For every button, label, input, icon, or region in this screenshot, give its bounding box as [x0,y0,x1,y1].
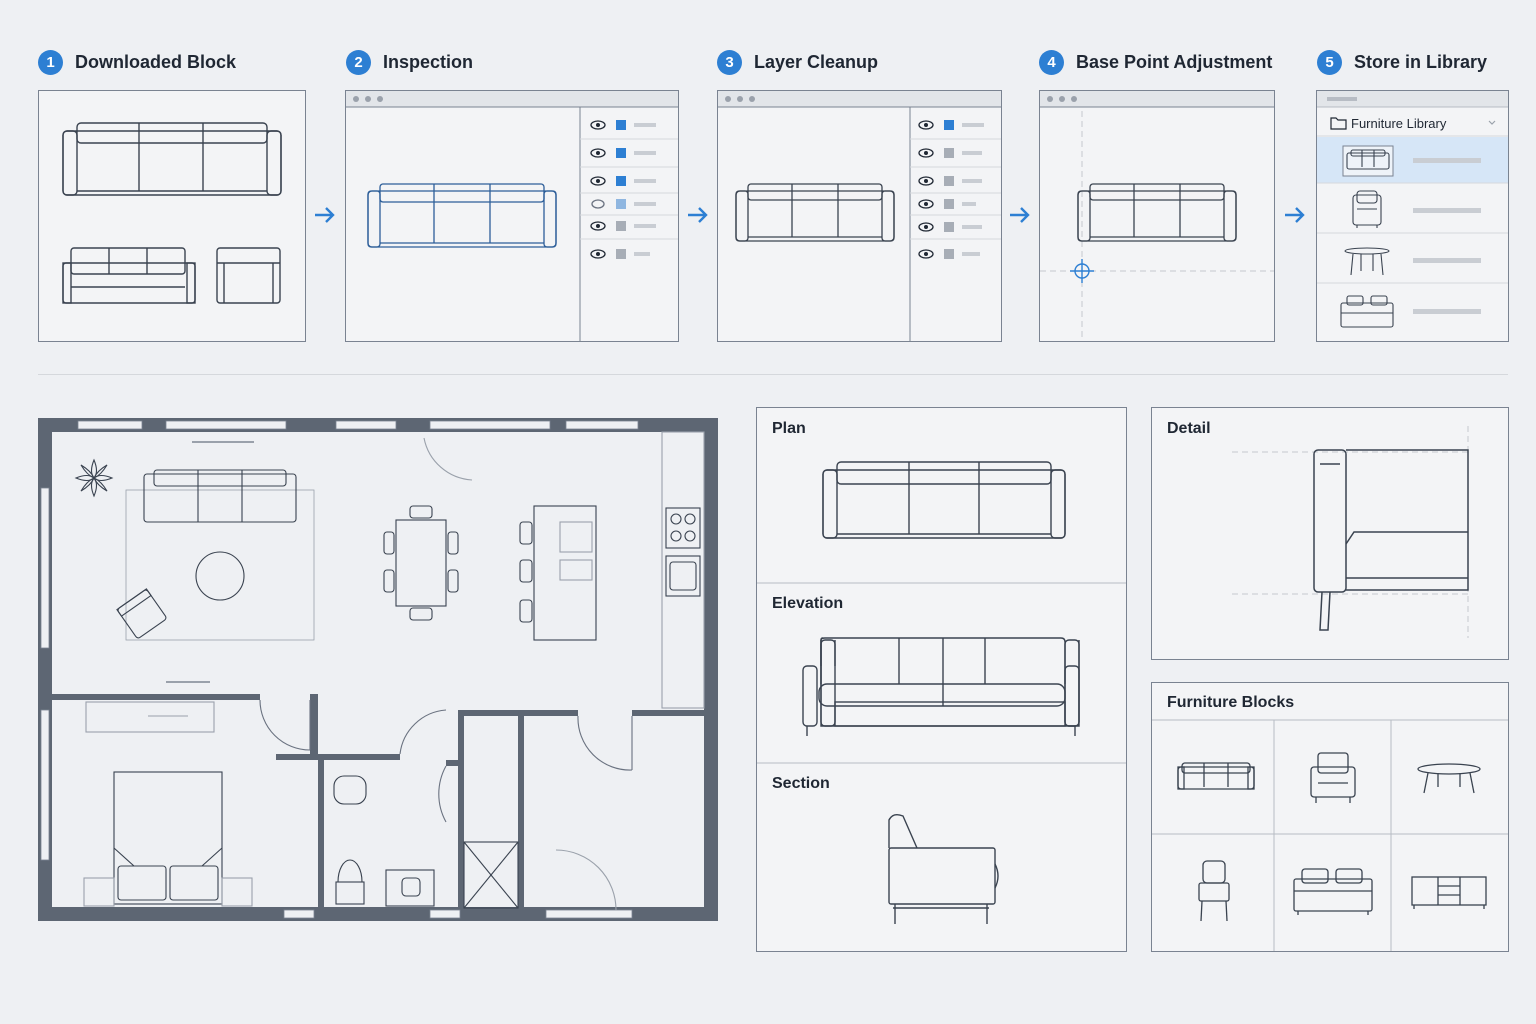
block-bed-icon [1293,868,1373,915]
inspection-window [345,90,679,342]
base-point-crosshair-icon [1070,259,1094,283]
step-5-label: Store in Library [1354,52,1488,72]
detail-drawing [1232,426,1469,638]
downloaded-block-panel [38,90,306,342]
detail-label: Detail [1167,420,1211,437]
library-window: Furniture Library [1316,90,1509,342]
section-divider [38,374,1508,375]
step-5-title: 5 Store in Library [1317,50,1487,75]
step-2-badge: 2 [346,50,371,75]
arrow-right-icon [688,207,708,223]
step-4-label: Base Point Adjustment [1076,52,1273,72]
folder-icon [1330,117,1347,130]
downloaded-blocks-drawing [62,122,282,304]
layer-list [580,120,678,259]
step-5-badge: 5 [1317,50,1342,75]
block-sofa-icon [1177,762,1255,790]
step-2-label: Inspection [383,52,474,72]
step-3-title: 3 Layer Cleanup [717,50,878,75]
step-4-title: 4 Base Point Adjustment [1039,50,1272,75]
outer-walls [38,418,718,921]
block-armchair-icon [1310,752,1356,803]
base-point-window [1039,90,1275,342]
furniture-blocks-label: Furniture Blocks [1167,694,1295,711]
step-3-label: Layer Cleanup [754,52,879,72]
layer-cleanup-window [717,90,1002,342]
furniture-library-label: Furniture Library [1351,116,1447,131]
block-sideboard-icon [1411,876,1487,909]
views-drawing [757,461,1126,924]
furniture-blocks-grid [1152,719,1508,951]
chevron-down-icon [1488,120,1496,125]
detail-panel: Detail [1151,407,1509,660]
views-panel: Plan Elevation Section [756,407,1127,952]
step-1-title: 1 Downloaded Block [38,50,236,75]
block-table-icon [1417,763,1481,794]
furniture-blocks-panel: Furniture Blocks [1151,682,1509,952]
arrow-right-icon [1285,207,1305,223]
arrow-right-icon [315,207,335,223]
block-chair-icon [1198,860,1230,922]
elevation-label: Elevation [772,595,844,612]
floor-plan [38,418,718,921]
step-3-badge: 3 [717,50,742,75]
layer-cleanup-drawing [718,91,1001,341]
library-drawing [1317,91,1508,328]
step-2-title: 2 Inspection [346,50,473,75]
base-point-drawing [1040,91,1274,341]
inspection-drawing [346,91,678,341]
step-1-badge: 1 [38,50,63,75]
section-label: Section [772,775,830,792]
plan-label: Plan [772,420,806,437]
step-1-label: Downloaded Block [75,52,237,72]
plant-icon [74,458,114,498]
arrow-right-icon [1010,207,1030,223]
step-4-badge: 4 [1039,50,1064,75]
